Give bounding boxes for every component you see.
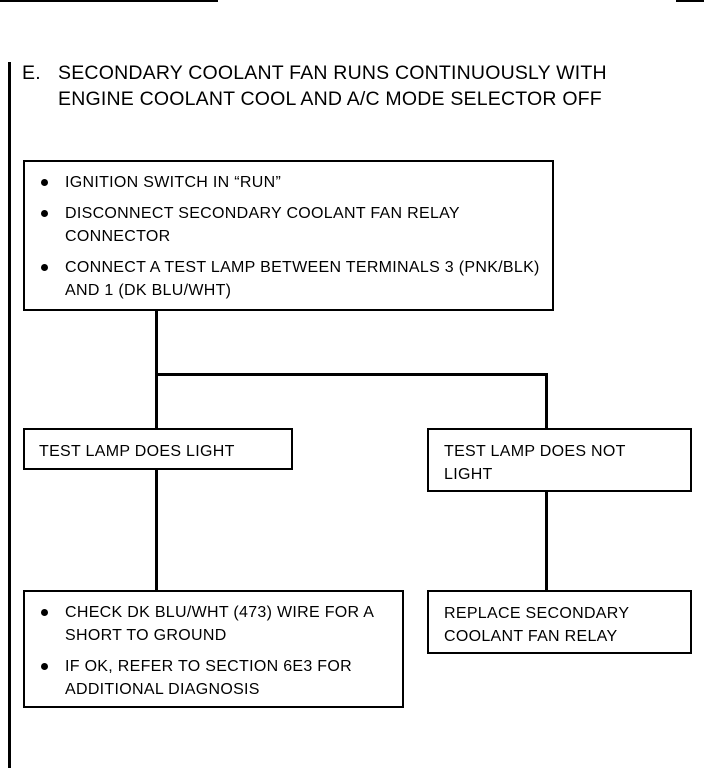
left-margin-rule xyxy=(8,62,11,768)
bullet-icon xyxy=(41,179,48,186)
step-text: CHECK DK BLU/WHT (473) WIRE FOR A SHORT … xyxy=(65,604,374,644)
connector-to-right-branch xyxy=(545,374,548,429)
top-rule-left xyxy=(0,0,218,2)
result-replace-relay-label: REPLACE SECONDARY COOLANT FAN RELAY xyxy=(444,605,630,645)
bullet-icon xyxy=(41,663,48,670)
start-procedure-list: IGNITION SWITCH IN “RUN” DISCONNECT SECO… xyxy=(35,171,542,302)
bullet-icon xyxy=(41,210,48,217)
branch-lamp-lights-label: TEST LAMP DOES LIGHT xyxy=(39,443,235,460)
bullet-icon xyxy=(41,264,48,271)
result-check-wire-list: CHECK DK BLU/WHT (473) WIRE FOR A SHORT … xyxy=(35,601,392,701)
list-item: DISCONNECT SECONDARY COOLANT FAN RELAY C… xyxy=(35,202,542,248)
section-letter: E. xyxy=(22,62,41,84)
bullet-icon xyxy=(41,609,48,616)
list-item: CHECK DK BLU/WHT (473) WIRE FOR A SHORT … xyxy=(35,601,392,647)
branch-lamp-not-light-box: TEST LAMP DOES NOT LIGHT xyxy=(427,428,692,492)
step-text: DISCONNECT SECONDARY COOLANT FAN RELAY C… xyxy=(65,205,460,245)
connector-to-left-branch xyxy=(155,374,158,429)
connector-down-from-start xyxy=(155,310,158,377)
section-title: SECONDARY COOLANT FAN RUNS CONTINUOUSLY … xyxy=(58,62,607,110)
connector-horizontal-split xyxy=(155,373,548,376)
step-text: IGNITION SWITCH IN “RUN” xyxy=(65,174,282,191)
branch-lamp-not-light-label: TEST LAMP DOES NOT LIGHT xyxy=(444,443,626,483)
list-item: CONNECT A TEST LAMP BETWEEN TERMINALS 3 … xyxy=(35,256,542,302)
start-procedure-box: IGNITION SWITCH IN “RUN” DISCONNECT SECO… xyxy=(23,160,554,311)
result-replace-relay-box: REPLACE SECONDARY COOLANT FAN RELAY xyxy=(427,590,692,654)
result-check-wire-box: CHECK DK BLU/WHT (473) WIRE FOR A SHORT … xyxy=(23,590,404,708)
connector-right-to-result xyxy=(545,490,548,592)
top-rule-right xyxy=(676,0,704,2)
connector-left-to-result xyxy=(155,469,158,592)
list-item: IGNITION SWITCH IN “RUN” xyxy=(35,171,542,194)
list-item: IF OK, REFER TO SECTION 6E3 FOR ADDITION… xyxy=(35,655,392,701)
step-text: IF OK, REFER TO SECTION 6E3 FOR ADDITION… xyxy=(65,658,352,698)
branch-lamp-lights-box: TEST LAMP DOES LIGHT xyxy=(23,428,293,470)
step-text: CONNECT A TEST LAMP BETWEEN TERMINALS 3 … xyxy=(65,259,540,299)
